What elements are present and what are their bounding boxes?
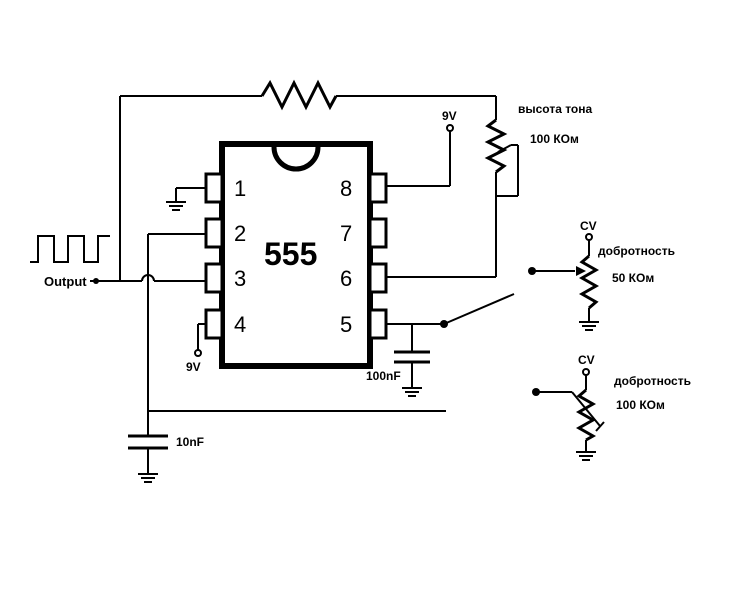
ground-icon: [576, 451, 596, 461]
pin-8-label: 8: [340, 176, 352, 201]
ic-notch: [271, 146, 321, 172]
ground-icon: [579, 321, 599, 331]
square-wave-icon: [30, 235, 110, 263]
pin-8-box: [368, 172, 388, 204]
ground-icon: [402, 387, 422, 397]
cv-switch-lever: [443, 293, 515, 325]
q2-potentiometer: [575, 388, 597, 442]
q1-value-label: 50 КОм: [612, 271, 654, 285]
cap-10n-label: 10nF: [176, 435, 204, 449]
q1-wiper-arrow: [576, 266, 586, 276]
vcc-pin4-label: 9V: [186, 360, 201, 374]
pin-4-box: [204, 308, 224, 340]
pitch-label: высота тона: [518, 102, 593, 116]
pin-1-box: [204, 172, 224, 204]
vcc-top-terminal: [446, 124, 454, 132]
pitch-potentiometer: [484, 118, 508, 174]
pin-4-label: 4: [234, 312, 246, 337]
pitch-value-label: 100 КОм: [530, 132, 579, 146]
pin-1-label: 1: [234, 176, 246, 201]
chip-name: 555: [264, 236, 317, 272]
ground-icon: [166, 201, 186, 211]
pin-2-box: [204, 217, 224, 249]
q1-label: добротность: [598, 244, 675, 258]
q1-potentiometer: [578, 254, 600, 310]
pin-6-box: [368, 262, 388, 294]
q2-value-label: 100 КОм: [616, 398, 665, 412]
pin-7-label: 7: [340, 221, 352, 246]
pin-5-box: [368, 308, 388, 340]
capacitor-100n: [394, 350, 430, 364]
pin-7-box: [368, 217, 388, 249]
capacitor-10n: [128, 434, 168, 450]
ic-555-body: [219, 141, 373, 369]
q2-wiper-tick: [595, 421, 605, 432]
pin-5-label: 5: [340, 312, 352, 337]
pin-6-label: 6: [340, 266, 352, 291]
q2-cv-terminal: [582, 368, 590, 376]
pin-3-label: 3: [234, 266, 246, 291]
q1-cv-terminal: [585, 233, 593, 241]
ground-icon: [138, 473, 158, 483]
vcc-top-label: 9V: [442, 109, 457, 123]
q2-cv-label: CV: [578, 353, 595, 367]
feedback-resistor: [260, 79, 338, 111]
pin-3-box: [204, 262, 224, 294]
output-label: Output: [44, 274, 87, 289]
q2-label: добротность: [614, 374, 691, 388]
output-terminal: [93, 278, 99, 284]
q2-wiper-line: [571, 391, 601, 427]
pin-2-label: 2: [234, 221, 246, 246]
vcc-pin4-terminal: [194, 349, 202, 357]
q1-cv-label: CV: [580, 219, 597, 233]
pitch-pot-wiper: [497, 144, 512, 153]
cap-100n-label: 100nF: [366, 369, 401, 383]
